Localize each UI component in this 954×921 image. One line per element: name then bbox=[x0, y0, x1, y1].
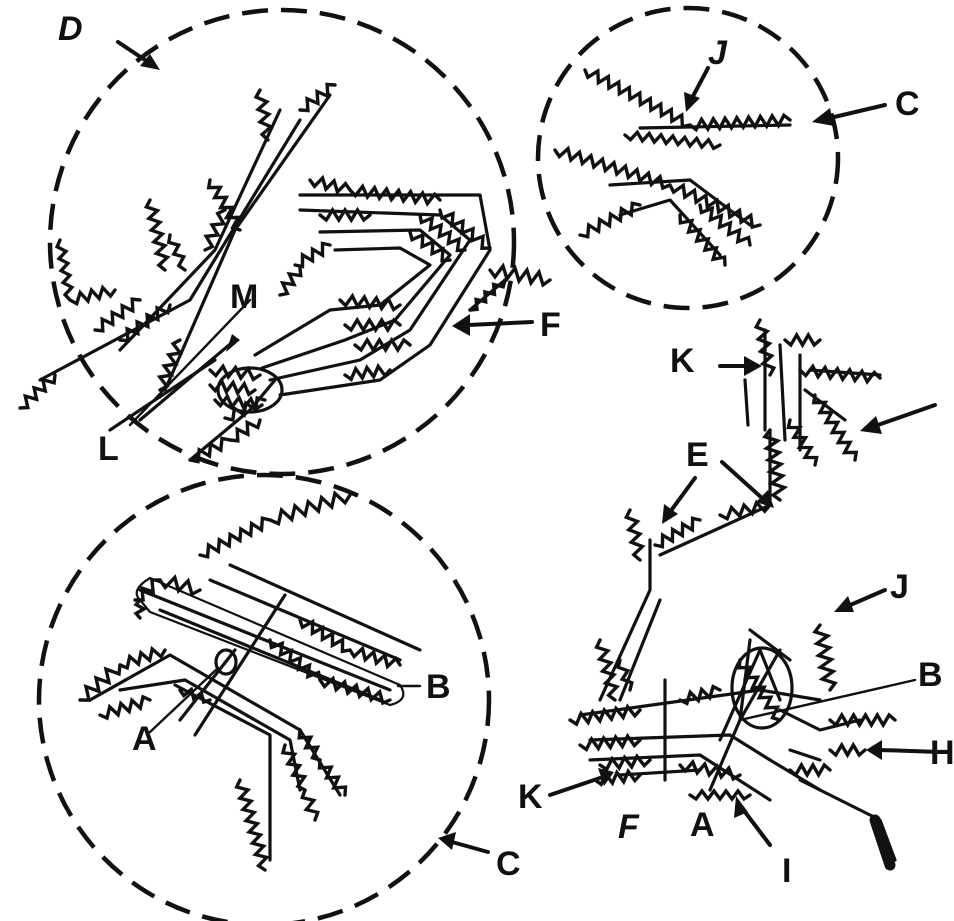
chain-fold bbox=[788, 420, 816, 465]
chain-fold bbox=[585, 70, 690, 127]
label-J-right: J bbox=[890, 568, 909, 606]
chain-fold bbox=[280, 268, 301, 295]
label-F: F bbox=[540, 306, 561, 344]
chain-lines bbox=[40, 95, 895, 860]
label-D: D bbox=[58, 10, 83, 48]
chain-fold bbox=[690, 791, 750, 799]
chain-fold bbox=[95, 299, 140, 331]
label-A-left: A bbox=[132, 720, 157, 758]
circle-C-bottom bbox=[39, 475, 489, 921]
label-B-left: B bbox=[426, 668, 451, 706]
circle-C-top bbox=[538, 8, 838, 308]
label-E: E bbox=[686, 436, 709, 474]
label-C-bottom: C bbox=[496, 845, 521, 883]
chain-fold bbox=[57, 240, 72, 300]
chain-fold bbox=[626, 510, 642, 560]
chain-fold bbox=[237, 780, 267, 870]
chain-fold bbox=[830, 745, 865, 755]
label-H: H bbox=[930, 734, 954, 772]
chain-fold bbox=[302, 790, 317, 820]
chain-fold bbox=[270, 493, 350, 523]
label-I: I bbox=[782, 852, 791, 890]
labels: D C J M F L K E J B B A H K F A I C bbox=[58, 10, 954, 890]
label-K-bottom: K bbox=[518, 778, 543, 816]
label-C-top: C bbox=[895, 85, 920, 123]
label-J-top: J bbox=[708, 34, 728, 72]
chain-fold bbox=[790, 765, 830, 775]
chain-fold bbox=[200, 518, 270, 557]
pointer-arrows bbox=[118, 42, 940, 852]
label-L: L bbox=[98, 430, 119, 468]
chain-fold bbox=[765, 430, 784, 500]
chain-fold bbox=[70, 288, 115, 304]
chain-fold bbox=[120, 649, 165, 668]
circle-D bbox=[50, 10, 514, 474]
chain-fold bbox=[20, 375, 55, 408]
label-M: M bbox=[230, 278, 258, 316]
chain-fold bbox=[785, 335, 820, 345]
chain-fold bbox=[625, 132, 720, 148]
chain-fold bbox=[580, 203, 640, 236]
chain-fold bbox=[815, 625, 835, 690]
chain-fold bbox=[655, 518, 700, 546]
chain-fold bbox=[490, 266, 550, 285]
label-A-right: A bbox=[690, 806, 715, 844]
chain-fold bbox=[814, 395, 856, 460]
label-F-bottom: F bbox=[618, 808, 640, 846]
chain-fold bbox=[295, 244, 330, 267]
chain-fold bbox=[146, 200, 167, 270]
chain-fold bbox=[680, 215, 725, 265]
label-B-right: B bbox=[918, 656, 943, 694]
chain-fold bbox=[100, 697, 150, 718]
chain-fold bbox=[169, 235, 185, 270]
label-K-mid: K bbox=[670, 342, 695, 380]
chain-fold bbox=[310, 178, 350, 192]
chain-fold bbox=[205, 210, 225, 250]
